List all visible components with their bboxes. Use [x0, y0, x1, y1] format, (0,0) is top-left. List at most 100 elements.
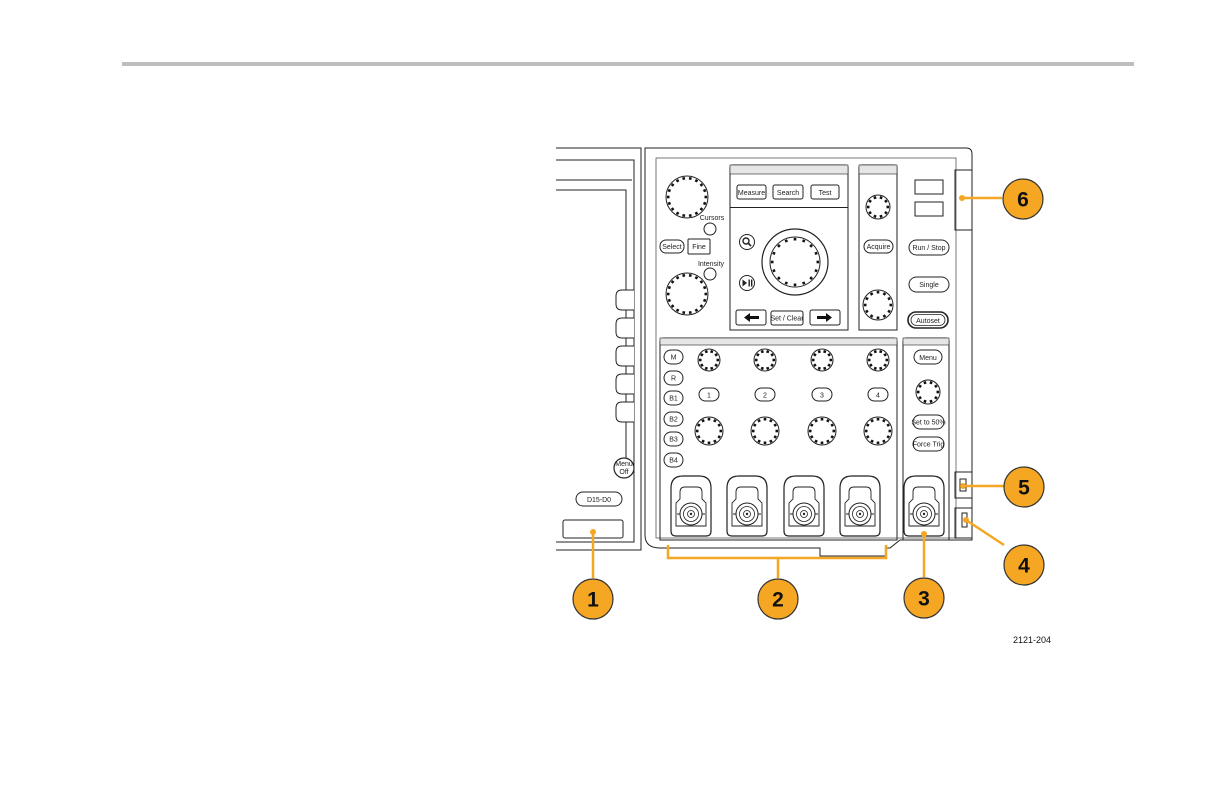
- knob-notch: [773, 359, 776, 362]
- channel-input-connector-4[interactable]: [840, 476, 880, 536]
- channel-2: 2: [727, 349, 779, 536]
- cursors-button[interactable]: [704, 223, 716, 235]
- vertical-scale-knob-1[interactable]: [695, 417, 723, 445]
- waveform-button-label: B4: [669, 458, 678, 465]
- knob-notch: [877, 291, 880, 294]
- knob-notch: [764, 418, 767, 421]
- select-button[interactable]: Select: [660, 240, 684, 253]
- channel-input-connector-1[interactable]: [671, 476, 711, 536]
- search-button[interactable]: Search: [773, 185, 803, 199]
- next-arrow-button[interactable]: [810, 310, 840, 325]
- digital-channels-button[interactable]: D15-D0: [576, 492, 622, 506]
- pan-zoom-knob[interactable]: [762, 229, 828, 295]
- svg-text:Force Trig: Force Trig: [913, 442, 945, 449]
- trigger-group-header: [903, 338, 949, 345]
- svg-text:Set / Clear: Set / Clear: [770, 316, 804, 323]
- callout-5: 5: [1004, 467, 1044, 507]
- knob-notch: [689, 177, 692, 180]
- vertical-scale-knob-4[interactable]: [864, 417, 892, 445]
- waveform-button-b2[interactable]: B2: [664, 412, 683, 426]
- channel-button-label: 1: [707, 393, 711, 400]
- channel-button-1[interactable]: 1: [699, 388, 719, 401]
- bezel-side-buttons[interactable]: [616, 290, 634, 422]
- knob-notch: [717, 359, 720, 362]
- knob-notch: [776, 430, 779, 433]
- waveform-button-m[interactable]: M: [664, 350, 683, 364]
- acquire-knob-bottom[interactable]: [863, 290, 893, 320]
- vertical-position-knob-3[interactable]: [811, 349, 833, 371]
- single-button[interactable]: Single: [909, 277, 949, 292]
- cursors-label: Cursors: [700, 215, 725, 222]
- acquire-button[interactable]: Acquire: [864, 240, 893, 253]
- knob-notch: [817, 261, 820, 264]
- menu-off-button[interactable]: Menu Off: [614, 458, 634, 478]
- trigger-level-knob[interactable]: [916, 380, 940, 404]
- channel-button-3[interactable]: 3: [812, 388, 832, 401]
- waveform-button-b4[interactable]: B4: [664, 453, 683, 467]
- waveform-button-b3[interactable]: B3: [664, 432, 683, 446]
- svg-text:Menu: Menu: [615, 461, 633, 468]
- channel-3: 3: [784, 349, 836, 536]
- zoom-button[interactable]: [740, 235, 755, 250]
- knob-notch: [830, 359, 833, 362]
- aux-in-connector[interactable]: [904, 476, 944, 536]
- channel-button-2[interactable]: 2: [755, 388, 775, 401]
- waveform-button-label: M: [671, 355, 677, 362]
- svg-text:Acquire: Acquire: [867, 244, 891, 251]
- run-stop-button[interactable]: Run / Stop: [909, 240, 949, 255]
- callout-number: 4: [1018, 555, 1030, 578]
- svg-text:Measure: Measure: [738, 190, 765, 197]
- knob-notch: [752, 430, 755, 433]
- knob-notch: [794, 284, 797, 287]
- svg-text:Run / Stop: Run / Stop: [912, 245, 945, 252]
- channel-button-label: 2: [763, 393, 767, 400]
- multipurpose-knob-a[interactable]: [666, 176, 708, 218]
- vertical-position-knob-1[interactable]: [698, 349, 720, 371]
- knob-notch: [705, 196, 708, 199]
- set-to-50-button[interactable]: Set to 50%: [911, 415, 945, 429]
- play-pause-button[interactable]: [740, 276, 755, 291]
- waveform-button-label: B1: [669, 396, 678, 403]
- knob-notch: [877, 317, 880, 320]
- prev-arrow-button[interactable]: [736, 310, 766, 325]
- knob-notch: [812, 359, 815, 362]
- knob-notch: [720, 430, 723, 433]
- channel-input-connector-3[interactable]: [784, 476, 824, 536]
- test-button[interactable]: Test: [811, 185, 839, 199]
- force-trig-button[interactable]: Force Trig: [913, 437, 945, 451]
- knob-notch: [764, 442, 767, 445]
- vertical-position-knob-2[interactable]: [754, 349, 776, 371]
- knob-notch: [890, 304, 893, 307]
- knob-notch: [699, 359, 702, 362]
- save-slot-bottom[interactable]: [915, 202, 943, 216]
- vertical-position-knob-4[interactable]: [867, 349, 889, 371]
- waveform-button-label: B2: [669, 417, 678, 424]
- knob-notch: [667, 293, 670, 296]
- knob-notch: [689, 274, 692, 277]
- knob-notch: [886, 359, 889, 362]
- svg-text:Autoset: Autoset: [916, 318, 940, 325]
- vertical-scale-knob-3[interactable]: [808, 417, 836, 445]
- vertical-scale-knob-2[interactable]: [751, 417, 779, 445]
- knob-notch: [689, 214, 692, 217]
- save-slot-top[interactable]: [915, 180, 943, 194]
- multipurpose-knob-b[interactable]: [666, 273, 708, 315]
- measure-button[interactable]: Measure: [737, 185, 766, 199]
- knob-notch: [864, 304, 867, 307]
- set-clear-button[interactable]: Set / Clear: [770, 311, 804, 325]
- callout-number: 3: [918, 588, 930, 611]
- channel-button-4[interactable]: 4: [868, 388, 888, 401]
- callout-number: 6: [1017, 189, 1029, 212]
- intensity-button[interactable]: [704, 268, 716, 280]
- svg-text:Test: Test: [819, 190, 832, 197]
- knob-notch: [877, 442, 880, 445]
- waveform-button-r[interactable]: R: [664, 371, 683, 385]
- acquire-knob-top[interactable]: [866, 195, 890, 219]
- waveform-button-b1[interactable]: B1: [664, 391, 683, 405]
- channel-input-connector-2[interactable]: [727, 476, 767, 536]
- knob-notch: [868, 359, 871, 362]
- trigger-menu-button[interactable]: Menu: [914, 350, 942, 364]
- autoset-button[interactable]: Autoset: [908, 312, 948, 328]
- fine-button[interactable]: Fine: [688, 239, 710, 254]
